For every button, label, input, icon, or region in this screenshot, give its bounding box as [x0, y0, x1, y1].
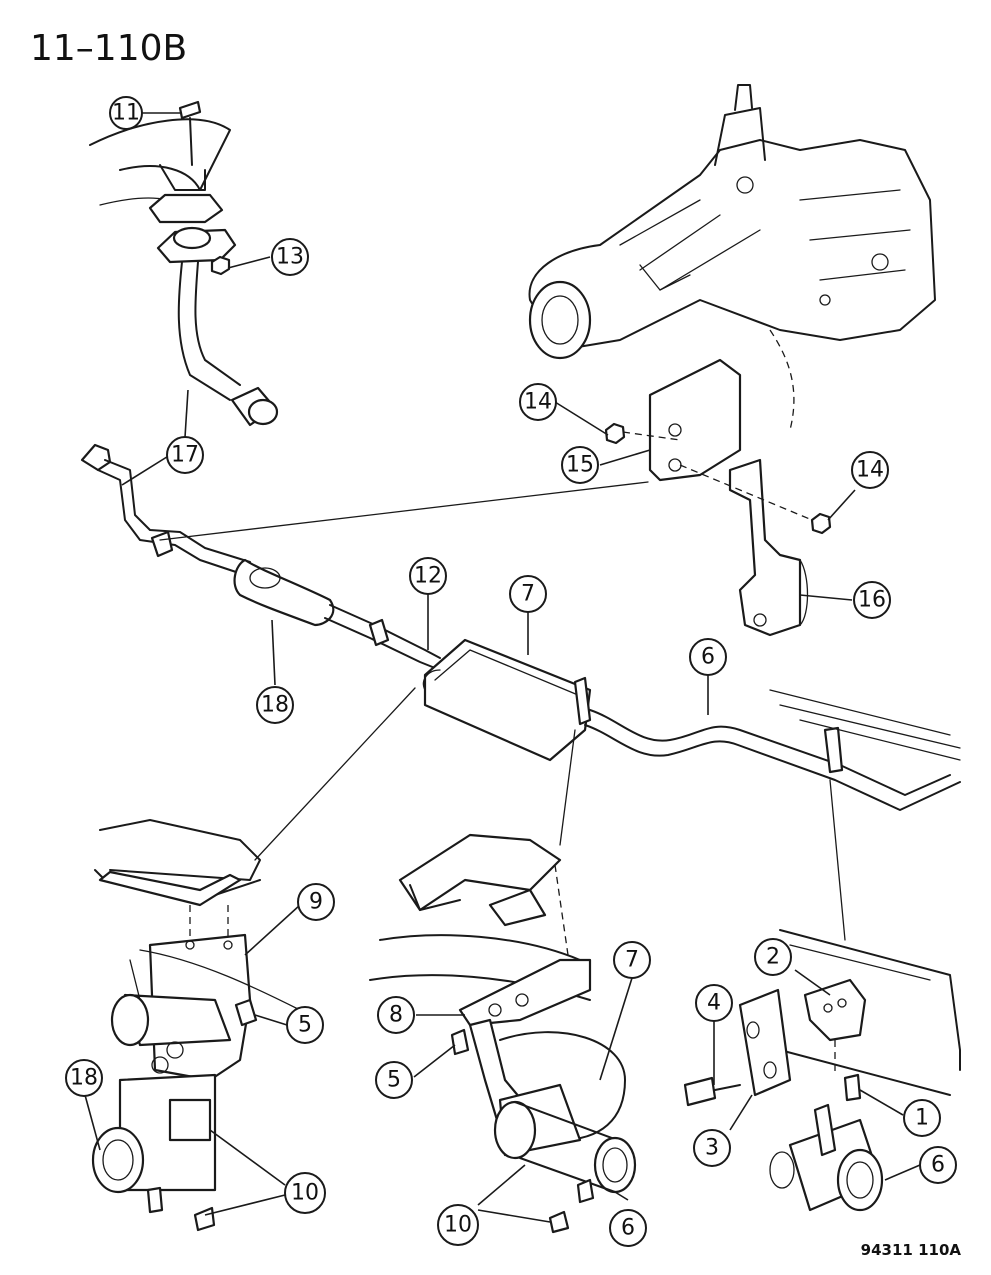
nut: [210, 255, 231, 276]
callout-10: 10: [437, 1204, 479, 1246]
exhaust-hanger-insulator: [728, 458, 809, 637]
svg-text:7: 7: [625, 948, 639, 973]
callout-15: 15: [561, 446, 599, 484]
svg-text:14: 14: [524, 390, 552, 415]
nut: [810, 512, 832, 535]
svg-text:11: 11: [112, 101, 140, 126]
transmission-housing: [528, 84, 936, 431]
callout-6: 6: [689, 638, 727, 676]
svg-text:6: 6: [621, 1216, 635, 1241]
svg-text:4: 4: [707, 991, 721, 1016]
callout-12: 12: [409, 557, 447, 595]
detail-tailpipe-hanger: [683, 929, 961, 1212]
svg-text:6: 6: [701, 645, 715, 670]
callout-6: 6: [609, 1209, 647, 1247]
svg-text:14: 14: [856, 458, 884, 483]
transmission-bracket: [648, 358, 742, 482]
svg-text:6: 6: [931, 1153, 945, 1178]
exhaust-downpipe: [177, 261, 279, 427]
svg-text:18: 18: [70, 1066, 98, 1091]
catalytic-converter: [233, 558, 335, 627]
svg-text:3: 3: [705, 1136, 719, 1161]
callout-13: 13: [271, 238, 309, 276]
page-code: 11–110B: [30, 28, 188, 69]
callout-18: 18: [256, 686, 294, 724]
detail-front-hanger: [91, 819, 301, 1232]
svg-text:9: 9: [309, 890, 323, 915]
callout-2: 2: [754, 938, 792, 976]
svg-text:18: 18: [261, 693, 289, 718]
svg-text:5: 5: [387, 1068, 401, 1093]
svg-text:12: 12: [414, 564, 442, 589]
svg-text:8: 8: [389, 1003, 403, 1028]
svg-text:5: 5: [298, 1013, 312, 1038]
callout-14: 14: [519, 383, 557, 421]
callout-7: 7: [613, 941, 651, 979]
callout-18: 18: [65, 1059, 103, 1097]
callout-8: 8: [377, 996, 415, 1034]
bolt: [178, 100, 202, 166]
callout-16: 16: [853, 581, 891, 619]
front-exhaust-pipe: [80, 443, 251, 576]
callout-4: 4: [695, 984, 733, 1022]
intermediate-pipe: [324, 604, 441, 669]
callout-7: 7: [509, 575, 547, 613]
flange: [148, 193, 224, 224]
svg-text:15: 15: [566, 453, 594, 478]
callout-11: 11: [109, 96, 143, 130]
callout-10: 10: [284, 1172, 326, 1214]
svg-text:10: 10: [444, 1213, 472, 1238]
svg-text:7: 7: [521, 582, 535, 607]
detail-muffler-hanger: [369, 833, 637, 1234]
svg-text:17: 17: [171, 443, 199, 468]
callout-14: 14: [851, 451, 889, 489]
svg-text:1: 1: [915, 1106, 929, 1131]
callout-17: 17: [166, 436, 204, 474]
svg-text:2: 2: [766, 945, 780, 970]
svg-text:13: 13: [276, 245, 304, 270]
callout-3: 3: [693, 1129, 731, 1167]
tailpipe: [573, 676, 961, 811]
svg-text:10: 10: [291, 1181, 319, 1206]
figure-code: 94311 110A: [860, 1241, 961, 1259]
underbody-frame-rail: [769, 689, 961, 761]
callout-9: 9: [297, 883, 335, 921]
callout-1: 1: [903, 1099, 941, 1137]
svg-text:16: 16: [858, 588, 886, 613]
callout-5: 5: [286, 1006, 324, 1044]
flange-gasket: [156, 226, 237, 264]
callout-5: 5: [375, 1061, 413, 1099]
muffler: [422, 638, 592, 762]
nut: [604, 422, 626, 445]
callout-6: 6: [919, 1146, 957, 1184]
